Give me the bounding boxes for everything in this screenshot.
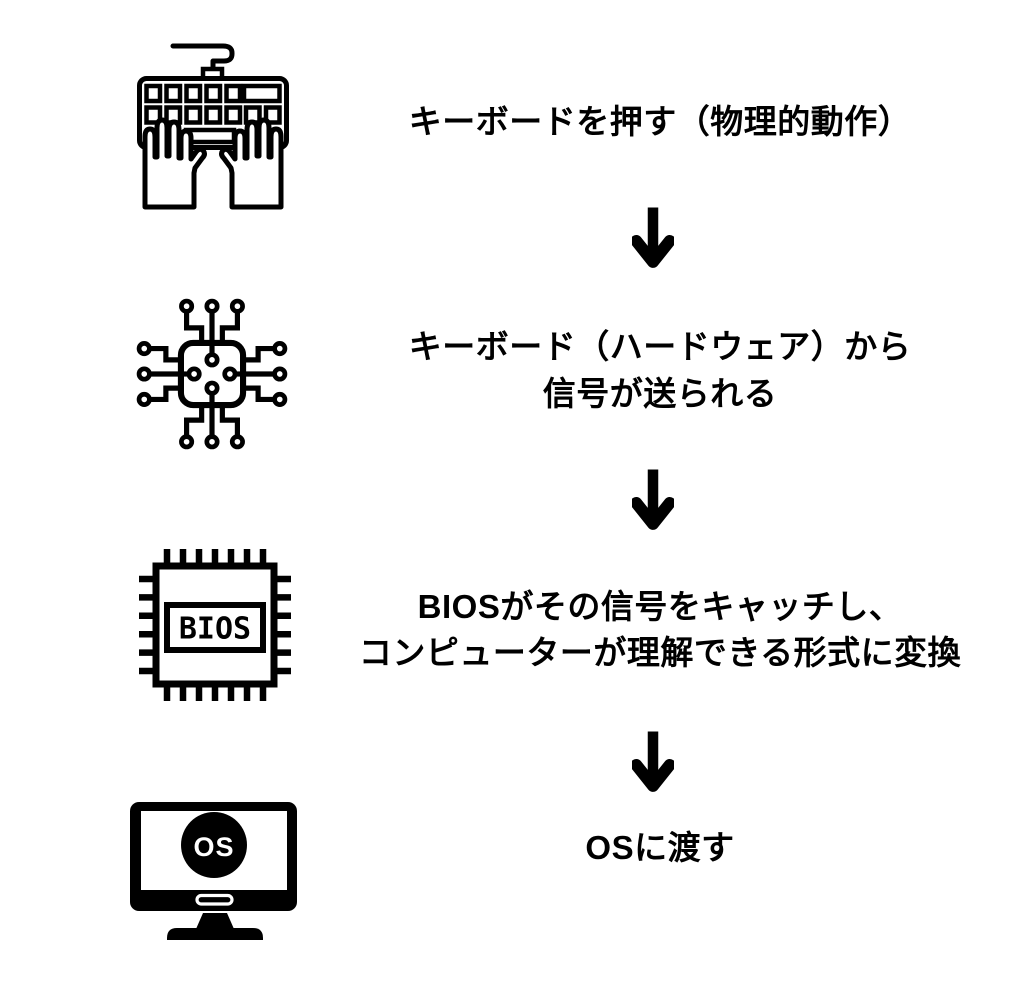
step-text-line: キーボードを押す（物理的動作）: [408, 103, 912, 140]
step-text-line: BIOSがその信号をキャッチし、: [417, 588, 903, 625]
step-text-line: 信号が送られる: [542, 375, 778, 412]
bios-chip-icon: BIOS: [137, 547, 293, 703]
circuit-chip-icon: [132, 294, 292, 454]
step-text-line: OSに渡す: [585, 829, 735, 866]
step-label-bios-convert: BIOSがその信号をキャッチし、 コンピューターが理解できる形式に変換: [310, 584, 1010, 676]
step-label-press-keyboard: キーボードを押す（物理的動作）: [310, 100, 1010, 144]
os-label-text: OS: [193, 832, 234, 862]
monitor-os-icon: OS: [128, 800, 302, 948]
step-label-hardware-signal: キーボード（ハードウェア）から 信号が送られる: [310, 323, 1010, 417]
step-text-line: コンピューターが理解できる形式に変換: [358, 634, 962, 671]
keyboard-typing-hands-icon: [137, 40, 289, 210]
down-arrow-icon: [632, 203, 674, 277]
down-arrow-icon: [632, 465, 674, 539]
down-arrow-icon: [632, 727, 674, 801]
step-text-line: キーボード（ハードウェア）から: [408, 328, 912, 365]
step-label-pass-to-os: OSに渡す: [310, 826, 1010, 870]
bios-label-text: BIOS: [179, 612, 251, 647]
